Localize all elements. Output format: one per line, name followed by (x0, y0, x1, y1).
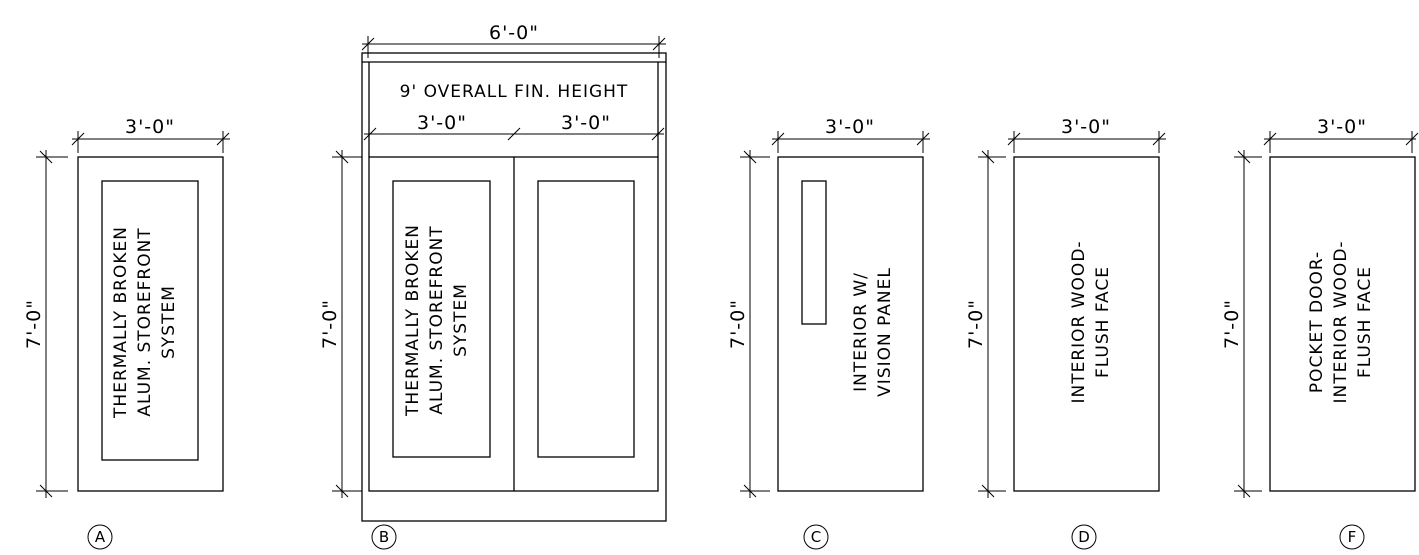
door-d-note-line-2: FLUSH FACE (1093, 266, 1113, 378)
door-f: 3'-0" 7'-0" POCKET DOOR- INTERIOR WOOD- … (1221, 116, 1419, 550)
door-d-width-label: 3'-0" (1061, 116, 1111, 138)
door-f-width-label: 3'-0" (1317, 116, 1367, 138)
door-b-overall-width-label: 6'-0" (489, 22, 539, 44)
door-a-width-label: 3'-0" (125, 116, 175, 138)
door-d-frame (1013, 156, 1160, 492)
door-b-outer-frame (361, 52, 667, 522)
door-a-note-line-1: THERMALLY BROKEN (111, 226, 131, 419)
door-f-note-line-3: FLUSH FACE (1355, 266, 1375, 378)
door-b-leaf-tick-right (651, 127, 665, 141)
door-b-note-line-1: THERMALLY BROKEN (403, 224, 423, 417)
door-d-note-line-1: INTERIOR WOOD- (1069, 240, 1089, 403)
door-d-height-tick-top (981, 150, 995, 164)
door-c-height-tick-top (743, 150, 757, 164)
door-a-height-tick-bottom (39, 484, 53, 498)
door-a-height-tick-top (39, 150, 53, 164)
door-f-height-tick-bottom (1237, 484, 1251, 498)
door-f-height-label: 7'-0" (1221, 299, 1243, 349)
door-d-height-label: 7'-0" (965, 299, 987, 349)
door-d-tag-circle (1071, 524, 1097, 550)
door-d: 3'-0" 7'-0" INTERIOR WOOD- FLUSH FACE D (965, 116, 1166, 550)
door-f-width-tick-right (1405, 132, 1419, 146)
door-c-height-label: 7'-0" (727, 299, 749, 349)
door-f-tag: F (1348, 528, 1357, 546)
door-c-tag: C (811, 528, 821, 546)
door-c: 3'-0" 7'-0" INTERIOR W/ VISION PANEL C (727, 116, 930, 550)
door-d-tag: D (1078, 528, 1090, 546)
door-b-overall-tick-right (652, 37, 666, 51)
door-f-frame (1269, 156, 1416, 492)
door-a-tag: A (95, 528, 106, 546)
door-a-note-line-3: SYSTEM (159, 285, 179, 359)
door-b-height-tick-bottom (335, 484, 349, 498)
door-c-width-tick-right (916, 132, 930, 146)
door-a-frame (77, 156, 224, 492)
door-d-height-tick-bottom (981, 484, 995, 498)
door-f-note-line-1: POCKET DOOR- (1307, 251, 1327, 393)
door-b-right-glass (537, 180, 635, 458)
door-b-overall-tick-left (361, 37, 375, 51)
door-f-tag-circle (1339, 524, 1365, 550)
door-c-height-tick-bottom (743, 484, 757, 498)
door-b-leaf-tick-left (363, 127, 377, 141)
door-b-left-width-label: 3'-0" (417, 112, 467, 134)
door-b-height-label: 7'-0" (319, 299, 341, 349)
door-b-note-line-2: ALUM. STOREFRONT (427, 225, 447, 414)
door-c-width-label: 3'-0" (825, 116, 875, 138)
door-a-height-label: 7'-0" (23, 299, 45, 349)
door-f-width-tick-left (1263, 132, 1277, 146)
door-b: 6'-0" 9' OVERALL FIN. HEIGHT 3'-0" 3'-0"… (319, 22, 667, 550)
door-d-width-tick-left (1007, 132, 1021, 146)
door-c-note-line-1: INTERIOR W/ (851, 272, 871, 392)
door-c-width-tick-left (771, 132, 785, 146)
door-c-vision-panel (801, 180, 827, 325)
door-f-height-tick-top (1237, 150, 1251, 164)
door-a-glass-panel (101, 180, 199, 461)
door-b-note-line-3: SYSTEM (451, 283, 471, 357)
door-a-width-tick-right (216, 132, 230, 146)
door-a-note-line-2: ALUM. STOREFRONT (135, 227, 155, 416)
door-b-height-tick-top (335, 150, 349, 164)
door-c-frame (777, 156, 924, 492)
door-b-tag: B (379, 528, 389, 546)
door-a-width-tick-left (71, 132, 85, 146)
door-f-note-line-2: INTERIOR WOOD- (1331, 240, 1351, 403)
door-b-left-glass (392, 180, 491, 458)
door-b-leaf-tick-mid (507, 127, 521, 141)
door-c-note-line-2: VISION PANEL (875, 267, 895, 397)
door-b-right-width-label: 3'-0" (561, 112, 611, 134)
door-b-tag-circle (371, 524, 397, 550)
door-d-width-tick-right (1152, 132, 1166, 146)
door-a-tag-circle (87, 524, 113, 550)
door-b-transom-note: 9' OVERALL FIN. HEIGHT (400, 82, 629, 102)
door-c-tag-circle (803, 524, 829, 550)
door-a: 3'-0" 7'-0" THERMALLY BROKEN ALUM. STORE… (23, 116, 230, 550)
